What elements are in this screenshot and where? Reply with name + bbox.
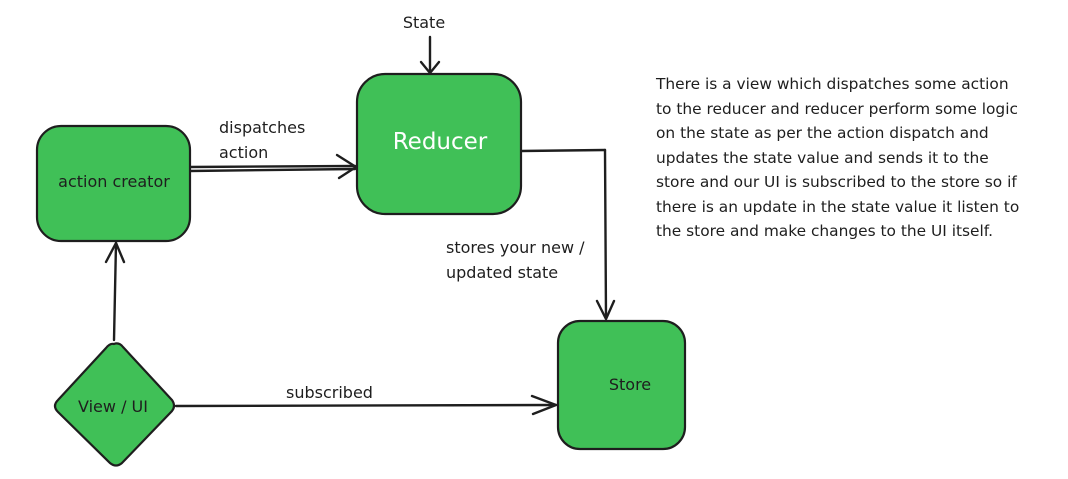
stores-label-line2: updated state: [446, 263, 558, 282]
store-label: Store: [609, 375, 651, 394]
edge-reducer-to-store: [519, 148, 616, 321]
state-input-label: State: [403, 13, 445, 32]
description-text: There is a view which dispatches some ac…: [656, 75, 1020, 240]
action-creator-label: action creator: [58, 172, 170, 191]
dispatches-label-line2: action: [219, 143, 268, 162]
action-creator-node: action creator: [35, 124, 192, 243]
edge-subscribed: [174, 394, 558, 416]
reducer-label: Reducer: [393, 129, 488, 155]
view-ui-node: View / UI: [53, 342, 176, 467]
store-node: Store: [556, 319, 687, 451]
stores-label-line1: stores your new /: [446, 238, 585, 257]
view-ui-label: View / UI: [78, 397, 148, 416]
reducer-node: Reducer: [355, 72, 523, 216]
edge-dispatches-action: [187, 153, 358, 180]
edge-state-to-reducer: [419, 35, 441, 75]
dispatches-label-line1: dispatches: [219, 118, 305, 137]
subscribed-label: subscribed: [286, 383, 373, 402]
edge-view-to-action-creator: [104, 241, 126, 342]
